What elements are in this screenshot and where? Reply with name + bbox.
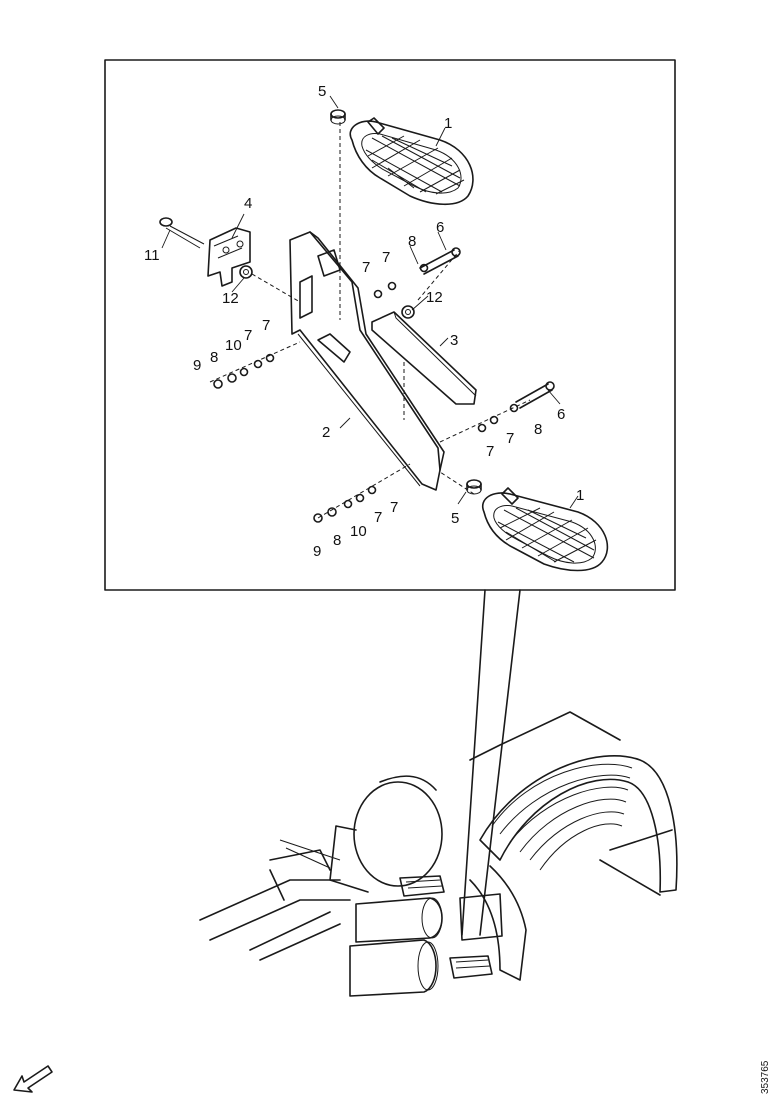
callout-12-left: 12 (222, 290, 239, 307)
callout-5-top: 5 (318, 83, 326, 100)
callout-leaders (161, 95, 579, 509)
callout-8-right: 8 (534, 421, 542, 438)
callout-1-bottom: 1 (576, 487, 584, 504)
zoom-leader-lines (461, 589, 521, 936)
cover-plate (371, 311, 477, 405)
washers (213, 263, 519, 523)
callout-7-d: 7 (262, 317, 270, 334)
callout-9-left: 9 (193, 357, 201, 374)
callout-8-bottom: 8 (333, 532, 341, 549)
callout-1-top: 1 (444, 115, 452, 132)
callout-7-c: 7 (244, 327, 252, 344)
callout-4: 4 (244, 195, 252, 212)
callout-6-top: 6 (436, 219, 444, 236)
step-bottom (481, 487, 609, 572)
callout-7-a: 7 (362, 259, 370, 276)
callout-10-left: 10 (225, 337, 242, 354)
callout-7-b: 7 (382, 249, 390, 266)
bolt-11 (159, 217, 205, 249)
callout-2: 2 (322, 424, 330, 441)
nut-12-right (401, 305, 415, 319)
nut-12-left (239, 265, 253, 279)
callout-11: 11 (144, 247, 160, 264)
callout-6-bottom: 6 (557, 406, 565, 423)
callout-12-right: 12 (426, 289, 443, 306)
mounting-bracket (207, 227, 251, 287)
callout-9-bottom: 9 (313, 543, 321, 560)
reference-number: 353765 (760, 1060, 771, 1094)
callout-7-g: 7 (374, 509, 382, 526)
callout-8-top: 8 (408, 233, 416, 250)
callout-labels: 1 1 2 3 4 5 5 6 6 7 7 7 7 7 7 7 7 8 8 8 … (144, 83, 584, 560)
direction-arrow-icon (13, 1065, 53, 1093)
pin-top (330, 109, 346, 125)
callout-7-e: 7 (486, 443, 494, 460)
assembly-axes (209, 122, 531, 519)
pin-bottom (466, 479, 482, 495)
bolt-6-bottom (515, 381, 555, 409)
truck-scene (199, 711, 678, 997)
callout-8-left: 8 (210, 349, 218, 366)
callout-7-h: 7 (390, 499, 398, 516)
callout-10-bottom: 10 (350, 523, 367, 540)
callout-5-bottom: 5 (451, 510, 459, 527)
detail-frame (104, 59, 676, 591)
callout-3: 3 (450, 332, 458, 349)
step-top (349, 117, 474, 206)
callout-7-f: 7 (506, 430, 514, 447)
